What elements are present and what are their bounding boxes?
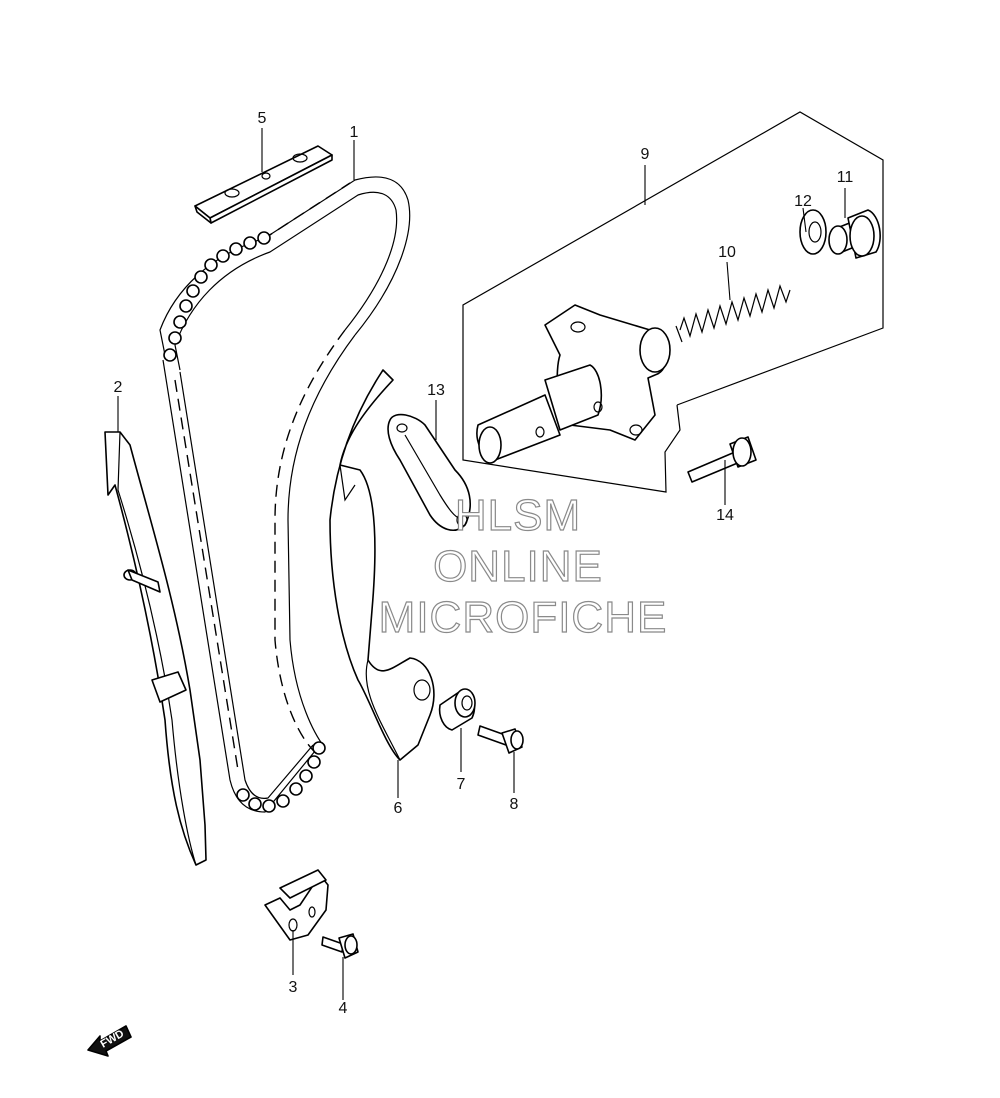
part-5-guide-plate (194, 145, 333, 224)
callout-11: 11 (837, 169, 854, 186)
callout-labels: 1 2 3 4 5 6 7 8 9 10 11 12 13 14 (114, 110, 854, 1017)
callout-8: 8 (510, 796, 519, 813)
callout-13: 13 (427, 382, 445, 399)
watermark: HLSM ONLINE MICROFICHE (378, 490, 668, 642)
part-9-tensioner-assembly (462, 111, 884, 493)
callout-3: 3 (289, 979, 298, 996)
chain-links-upper (163, 231, 271, 362)
callout-4: 4 (339, 1000, 348, 1017)
fwd-direction-badge: FWD (87, 1025, 132, 1057)
part-1-cam-chain (159, 176, 411, 813)
part-7-collar (438, 688, 476, 731)
leader-lines (117, 128, 846, 1000)
part-8-bolt (477, 725, 524, 754)
part-6-tensioner-guide (329, 369, 435, 761)
callout-5: 5 (258, 110, 267, 127)
part-10-spring (675, 284, 791, 343)
part-13-gasket (387, 413, 471, 531)
part-4-bolt (321, 933, 359, 959)
callout-10: 10 (718, 244, 736, 261)
callout-1: 1 (350, 124, 359, 141)
part-12-washer (799, 209, 827, 255)
callout-12: 12 (794, 193, 812, 210)
part-2-chain-guide (104, 431, 207, 866)
watermark-line-3: MICROFICHE (379, 593, 668, 642)
watermark-line-1: HLSM (455, 491, 581, 540)
part-3-bracket (264, 869, 329, 941)
watermark-line-2: ONLINE (433, 542, 603, 591)
part-14-bolt (687, 436, 757, 483)
callout-7: 7 (457, 776, 466, 793)
callout-9: 9 (641, 146, 650, 163)
part-11-plug-bolt (828, 209, 881, 259)
callout-2: 2 (114, 379, 123, 396)
chain-links-lower (236, 741, 326, 813)
callout-6: 6 (394, 800, 403, 817)
callout-14: 14 (716, 507, 734, 524)
